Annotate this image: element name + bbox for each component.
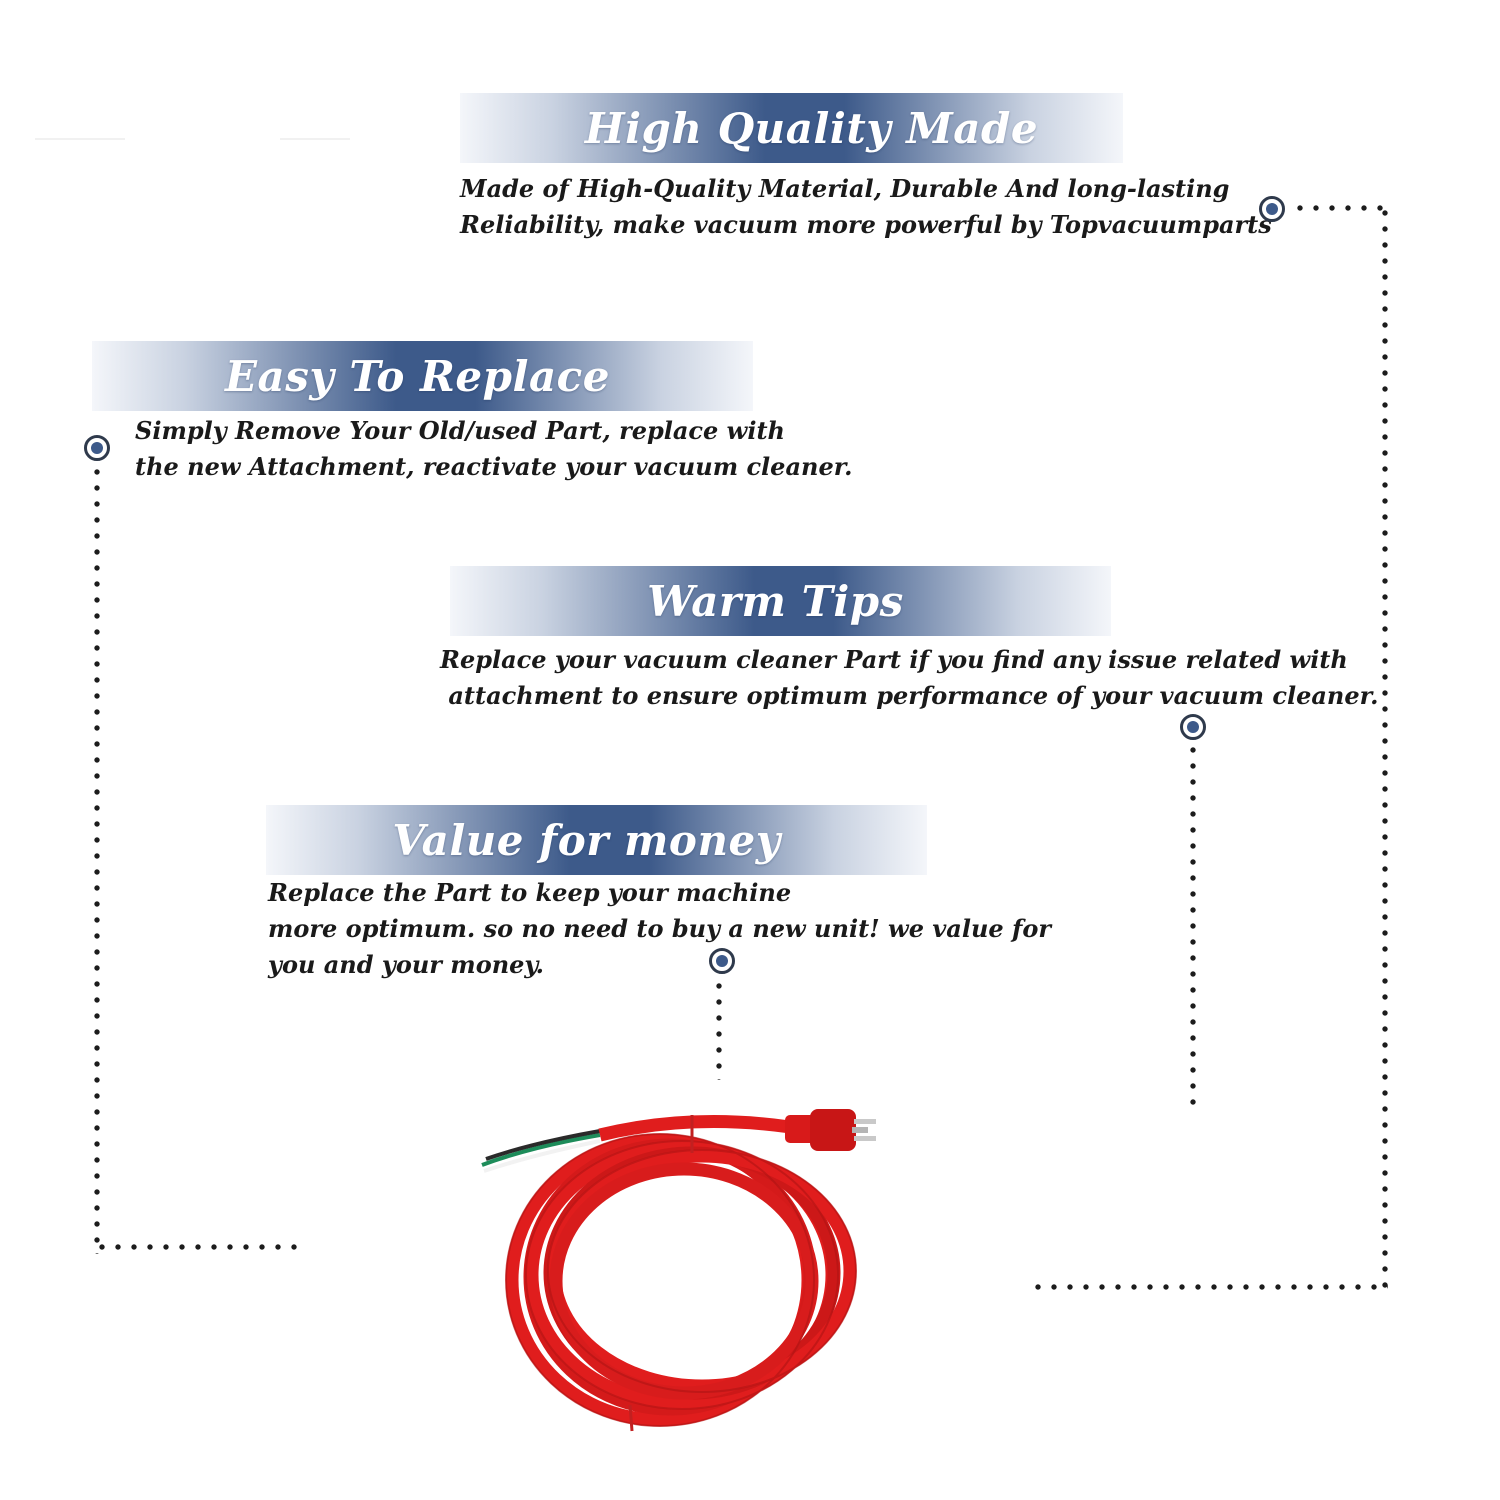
feature-description: Simply Remove Your Old/used Part, replac… xyxy=(135,413,853,485)
faint-decor-line xyxy=(35,138,125,140)
feature-title: Warm Tips xyxy=(647,576,904,626)
feature-title: High Quality Made xyxy=(584,103,1039,153)
feature-description-line: attachment to ensure optimum performance… xyxy=(440,681,1379,710)
feature-description-line: the new Attachment, reactivate your vacu… xyxy=(135,452,853,481)
dotted-connector xyxy=(1382,205,1388,1293)
dotted-connector xyxy=(1190,742,1196,1112)
feature-description-line: Reliability, make vacuum more powerful b… xyxy=(460,210,1272,239)
dotted-connector xyxy=(1292,205,1388,211)
feature-description-line: Replace the Part to keep your machine xyxy=(268,878,792,907)
dotted-connector xyxy=(716,978,722,1080)
feature-description-line: Replace your vacuum cleaner Part if you … xyxy=(440,645,1348,674)
faint-decor-line xyxy=(280,138,350,140)
bullet-icon xyxy=(84,435,110,461)
feature-banner: Warm Tips xyxy=(450,566,1111,636)
feature-banner: High Quality Made xyxy=(460,93,1123,163)
feature-banner: Easy To Replace xyxy=(92,341,753,411)
bullet-icon xyxy=(709,948,735,974)
dotted-connector xyxy=(94,464,100,1254)
feature-description: Made of High-Quality Material, Durable A… xyxy=(460,171,1272,243)
power-cord-image xyxy=(481,1109,876,1432)
feature-title: Easy To Replace xyxy=(225,351,610,401)
feature-description: Replace the Part to keep your machine mo… xyxy=(268,875,1051,983)
bullet-icon xyxy=(1259,196,1285,222)
dotted-connector xyxy=(1030,1284,1388,1290)
bullet-icon xyxy=(1180,714,1206,740)
feature-description-line: Made of High-Quality Material, Durable A… xyxy=(460,174,1230,203)
feature-title: Value for money xyxy=(392,815,781,865)
dotted-connector xyxy=(94,1244,298,1250)
feature-banner: Value for money xyxy=(266,805,927,875)
feature-description-line: you and your money. xyxy=(268,950,544,979)
feature-description-line: more optimum. so no need to buy a new un… xyxy=(268,914,1051,943)
feature-description: Replace your vacuum cleaner Part if you … xyxy=(440,642,1378,714)
feature-description-line: Simply Remove Your Old/used Part, replac… xyxy=(135,416,785,445)
